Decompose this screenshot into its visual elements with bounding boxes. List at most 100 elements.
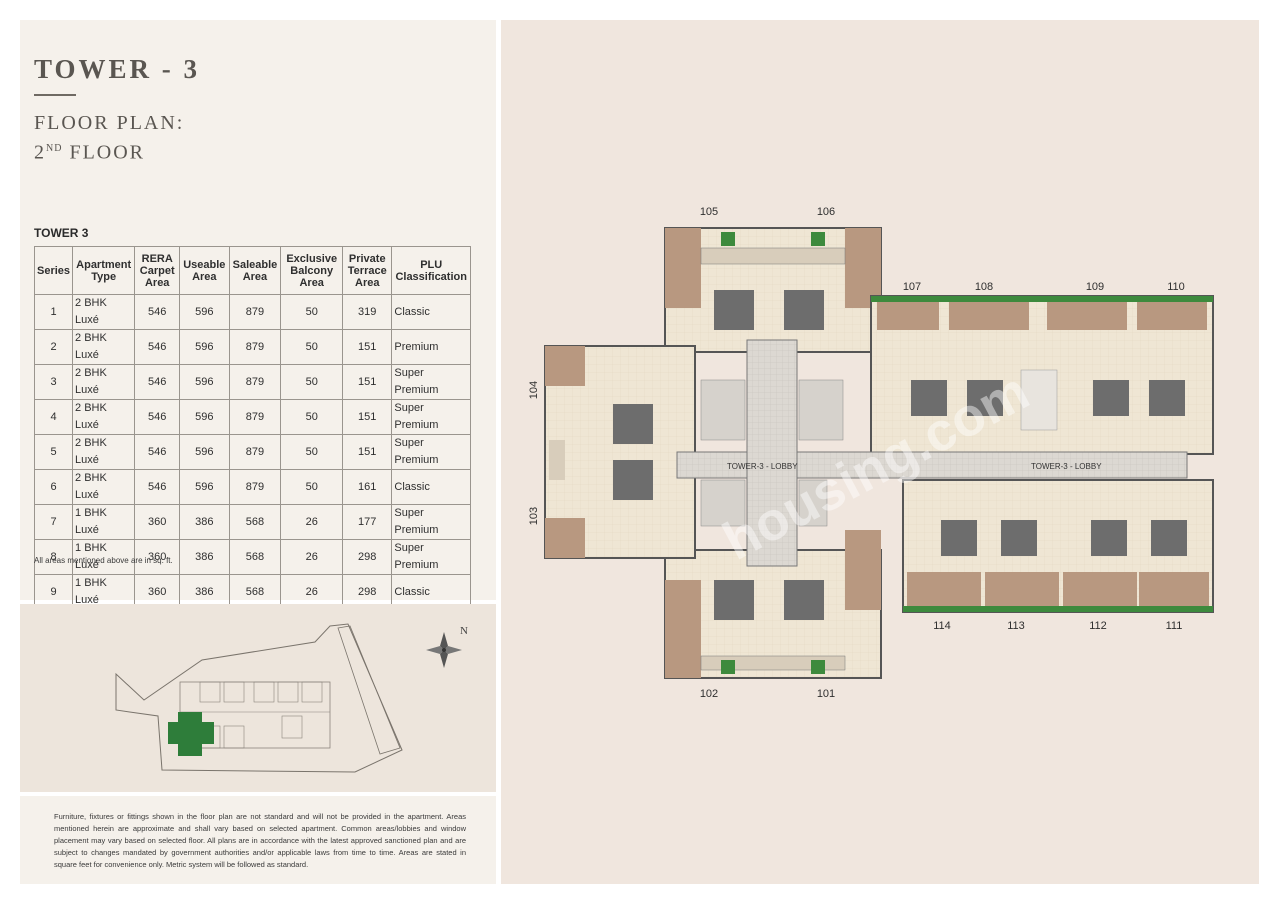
table-cell: 546: [134, 434, 181, 470]
table-cell: 546: [134, 329, 181, 365]
table-cell: 879: [228, 399, 282, 435]
table-cell: 50: [280, 364, 344, 400]
floor-plan-heading: FLOOR PLAN:: [34, 112, 185, 134]
unit-106: 106: [816, 206, 836, 218]
table-cell: 596: [179, 434, 230, 470]
table-cell: 360: [134, 539, 181, 575]
table-cell: 546: [134, 469, 181, 505]
table-cell: 2 BHK Luxé: [72, 294, 136, 330]
floor-word: FLOOR: [69, 141, 146, 164]
table-cell: 3: [33, 364, 74, 400]
table-cell: 2 BHK Luxé: [72, 469, 136, 505]
column-header: Series: [33, 246, 74, 295]
table-cell: 879: [228, 434, 282, 470]
table-cell: 1: [33, 294, 74, 330]
unit-107: 107: [902, 281, 922, 293]
table-cell: 50: [280, 399, 344, 435]
column-header: Useable Area: [179, 246, 230, 295]
table-cell: 879: [228, 364, 282, 400]
table-cell: 151: [342, 364, 393, 400]
table-cell: 4: [33, 399, 74, 435]
lobby-label-right: TOWER-3 - LOBBY: [1031, 462, 1102, 471]
unit-104: 104: [528, 380, 540, 400]
unit-110: 110: [1167, 281, 1185, 293]
column-header: PLU Classification: [391, 246, 471, 295]
table-cell: 546: [134, 364, 181, 400]
unit-105: 105: [699, 206, 719, 218]
column-header: Private Terrace Area: [342, 246, 393, 295]
tower-title: TOWER - 3: [34, 54, 201, 84]
block-east-north: [870, 295, 1214, 455]
table-cell: Super Premium: [391, 399, 471, 435]
table-cell: 26: [280, 539, 344, 575]
table-cell: 298: [342, 539, 393, 575]
table-cell: 319: [342, 294, 393, 330]
table-cell: Super Premium: [391, 539, 471, 575]
table-cell: 386: [179, 504, 230, 540]
table-cell: 26: [280, 504, 344, 540]
unit-102: 102: [699, 688, 719, 700]
unit-113: 113: [1007, 620, 1025, 632]
unit-109: 109: [1085, 281, 1105, 293]
floor-plan-panel: TOWER-3 - LOBBY TOWER-3 - LOBBY housing.…: [501, 20, 1259, 884]
site-road: [337, 625, 401, 755]
floor-plan-drawing: TOWER-3 - LOBBY TOWER-3 - LOBBY housing.…: [544, 227, 1214, 679]
table-cell: 1 BHK Luxé: [72, 504, 136, 540]
table-cell: Classic: [391, 469, 471, 505]
table-cell: Premium: [391, 329, 471, 365]
table-cell: 50: [280, 329, 344, 365]
floor-number: 2: [34, 141, 46, 164]
table-cell: Super Premium: [391, 434, 471, 470]
table-cell: 6: [33, 469, 74, 505]
table-cell: 386: [179, 539, 230, 575]
disclaimer-text: Furniture, fixtures or fittings shown in…: [54, 812, 466, 869]
table-cell: 2 BHK Luxé: [72, 399, 136, 435]
table-cell: 2 BHK Luxé: [72, 434, 136, 470]
table-cell: 50: [280, 434, 344, 470]
column-header: Apartment Type: [72, 246, 136, 295]
site-boundary: [115, 623, 403, 773]
table-cell: 596: [179, 364, 230, 400]
key-plan-map: N: [115, 623, 468, 773]
column-header: RERA Carpet Area: [134, 246, 181, 295]
floor-name: 2ND FLOOR: [34, 136, 184, 166]
unit-112: 112: [1089, 620, 1107, 632]
table-cell: 546: [134, 294, 181, 330]
disclaimer-panel: Furniture, fixtures or fittings shown in…: [20, 796, 496, 884]
compass-icon: [426, 632, 462, 668]
floor-suffix: ND: [46, 143, 63, 154]
table-cell: 879: [228, 294, 282, 330]
column-header: Exclusive Balcony Area: [280, 246, 344, 295]
block-east-south: [902, 479, 1214, 613]
wing-north: [664, 227, 882, 353]
table-cell: Super Premium: [391, 364, 471, 400]
key-plan-panel: N: [20, 604, 496, 792]
table-cell: 1 BHK Luxé: [72, 539, 136, 575]
lobby-label-left: TOWER-3 - LOBBY: [727, 462, 798, 471]
lobby-corridor: [676, 339, 1188, 567]
table-cell: 151: [342, 329, 393, 365]
unit-111: 111: [1165, 620, 1183, 632]
table-cell: 151: [342, 399, 393, 435]
table-cell: 7: [33, 504, 74, 540]
table-cell: 360: [134, 504, 181, 540]
table-cell: 50: [280, 294, 344, 330]
table-cell: 879: [228, 329, 282, 365]
units-note: All areas mentioned above are in sq. ft.: [34, 556, 173, 565]
title-divider: [34, 94, 76, 96]
table-cell: 596: [179, 469, 230, 505]
north-label: N: [460, 625, 468, 637]
table-cell: 2 BHK Luxé: [72, 329, 136, 365]
table-cell: 5: [33, 434, 74, 470]
table-cell: 2: [33, 329, 74, 365]
wing-west: [544, 345, 696, 559]
table-heading: TOWER 3: [34, 226, 89, 240]
